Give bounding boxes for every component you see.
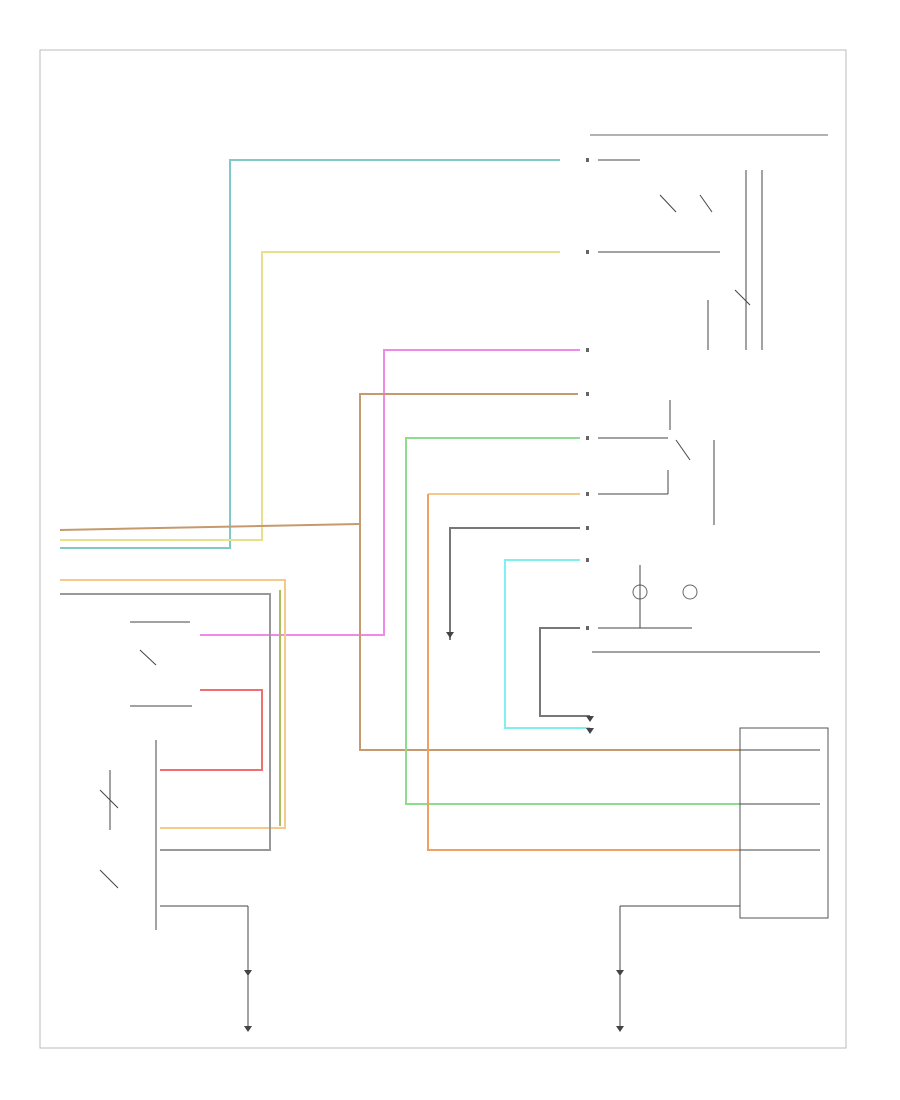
wire-gray-gnd	[449, 527, 580, 640]
connector-icon	[586, 250, 589, 254]
wire-cyan	[504, 559, 590, 729]
ground-icon	[244, 1026, 252, 1032]
wire-gray-lower	[539, 627, 590, 717]
connector-icon	[586, 158, 589, 162]
module-box	[739, 727, 829, 919]
wire-pink	[200, 349, 580, 636]
wire-lightorange-left	[60, 579, 286, 829]
ground-icon	[244, 970, 252, 976]
connector-icon	[586, 436, 589, 440]
connector-icon	[586, 626, 589, 630]
ground-icon	[586, 728, 594, 734]
wire-red	[160, 689, 263, 771]
connector-icon	[586, 558, 589, 562]
wire-brown	[359, 393, 740, 751]
connector-ticks	[586, 158, 589, 630]
page-frame	[39, 49, 847, 1049]
brake-switch-block	[99, 621, 249, 1028]
wire-gray-left	[60, 593, 271, 851]
ignition-switch-block	[598, 159, 763, 350]
clutch-switch-block	[598, 400, 715, 525]
wire-brown-horizontal	[59, 523, 361, 531]
wire-yellow	[60, 251, 560, 541]
ground-icon	[586, 716, 594, 722]
connector-icon	[586, 526, 589, 530]
connector-icon	[586, 492, 589, 496]
wire-orange	[427, 494, 740, 851]
ground-icon	[446, 632, 454, 638]
bulb-icon	[682, 584, 698, 600]
connector-icon	[586, 348, 589, 352]
module-pins	[619, 749, 820, 1028]
wire-group	[59, 159, 740, 851]
ground-icon	[616, 970, 624, 976]
ground-icons	[244, 632, 624, 1032]
lamp-block	[592, 565, 820, 653]
wire-teal	[60, 159, 560, 549]
ground-icon	[616, 1026, 624, 1032]
connector-icon	[586, 392, 589, 396]
wire-green	[405, 437, 740, 805]
